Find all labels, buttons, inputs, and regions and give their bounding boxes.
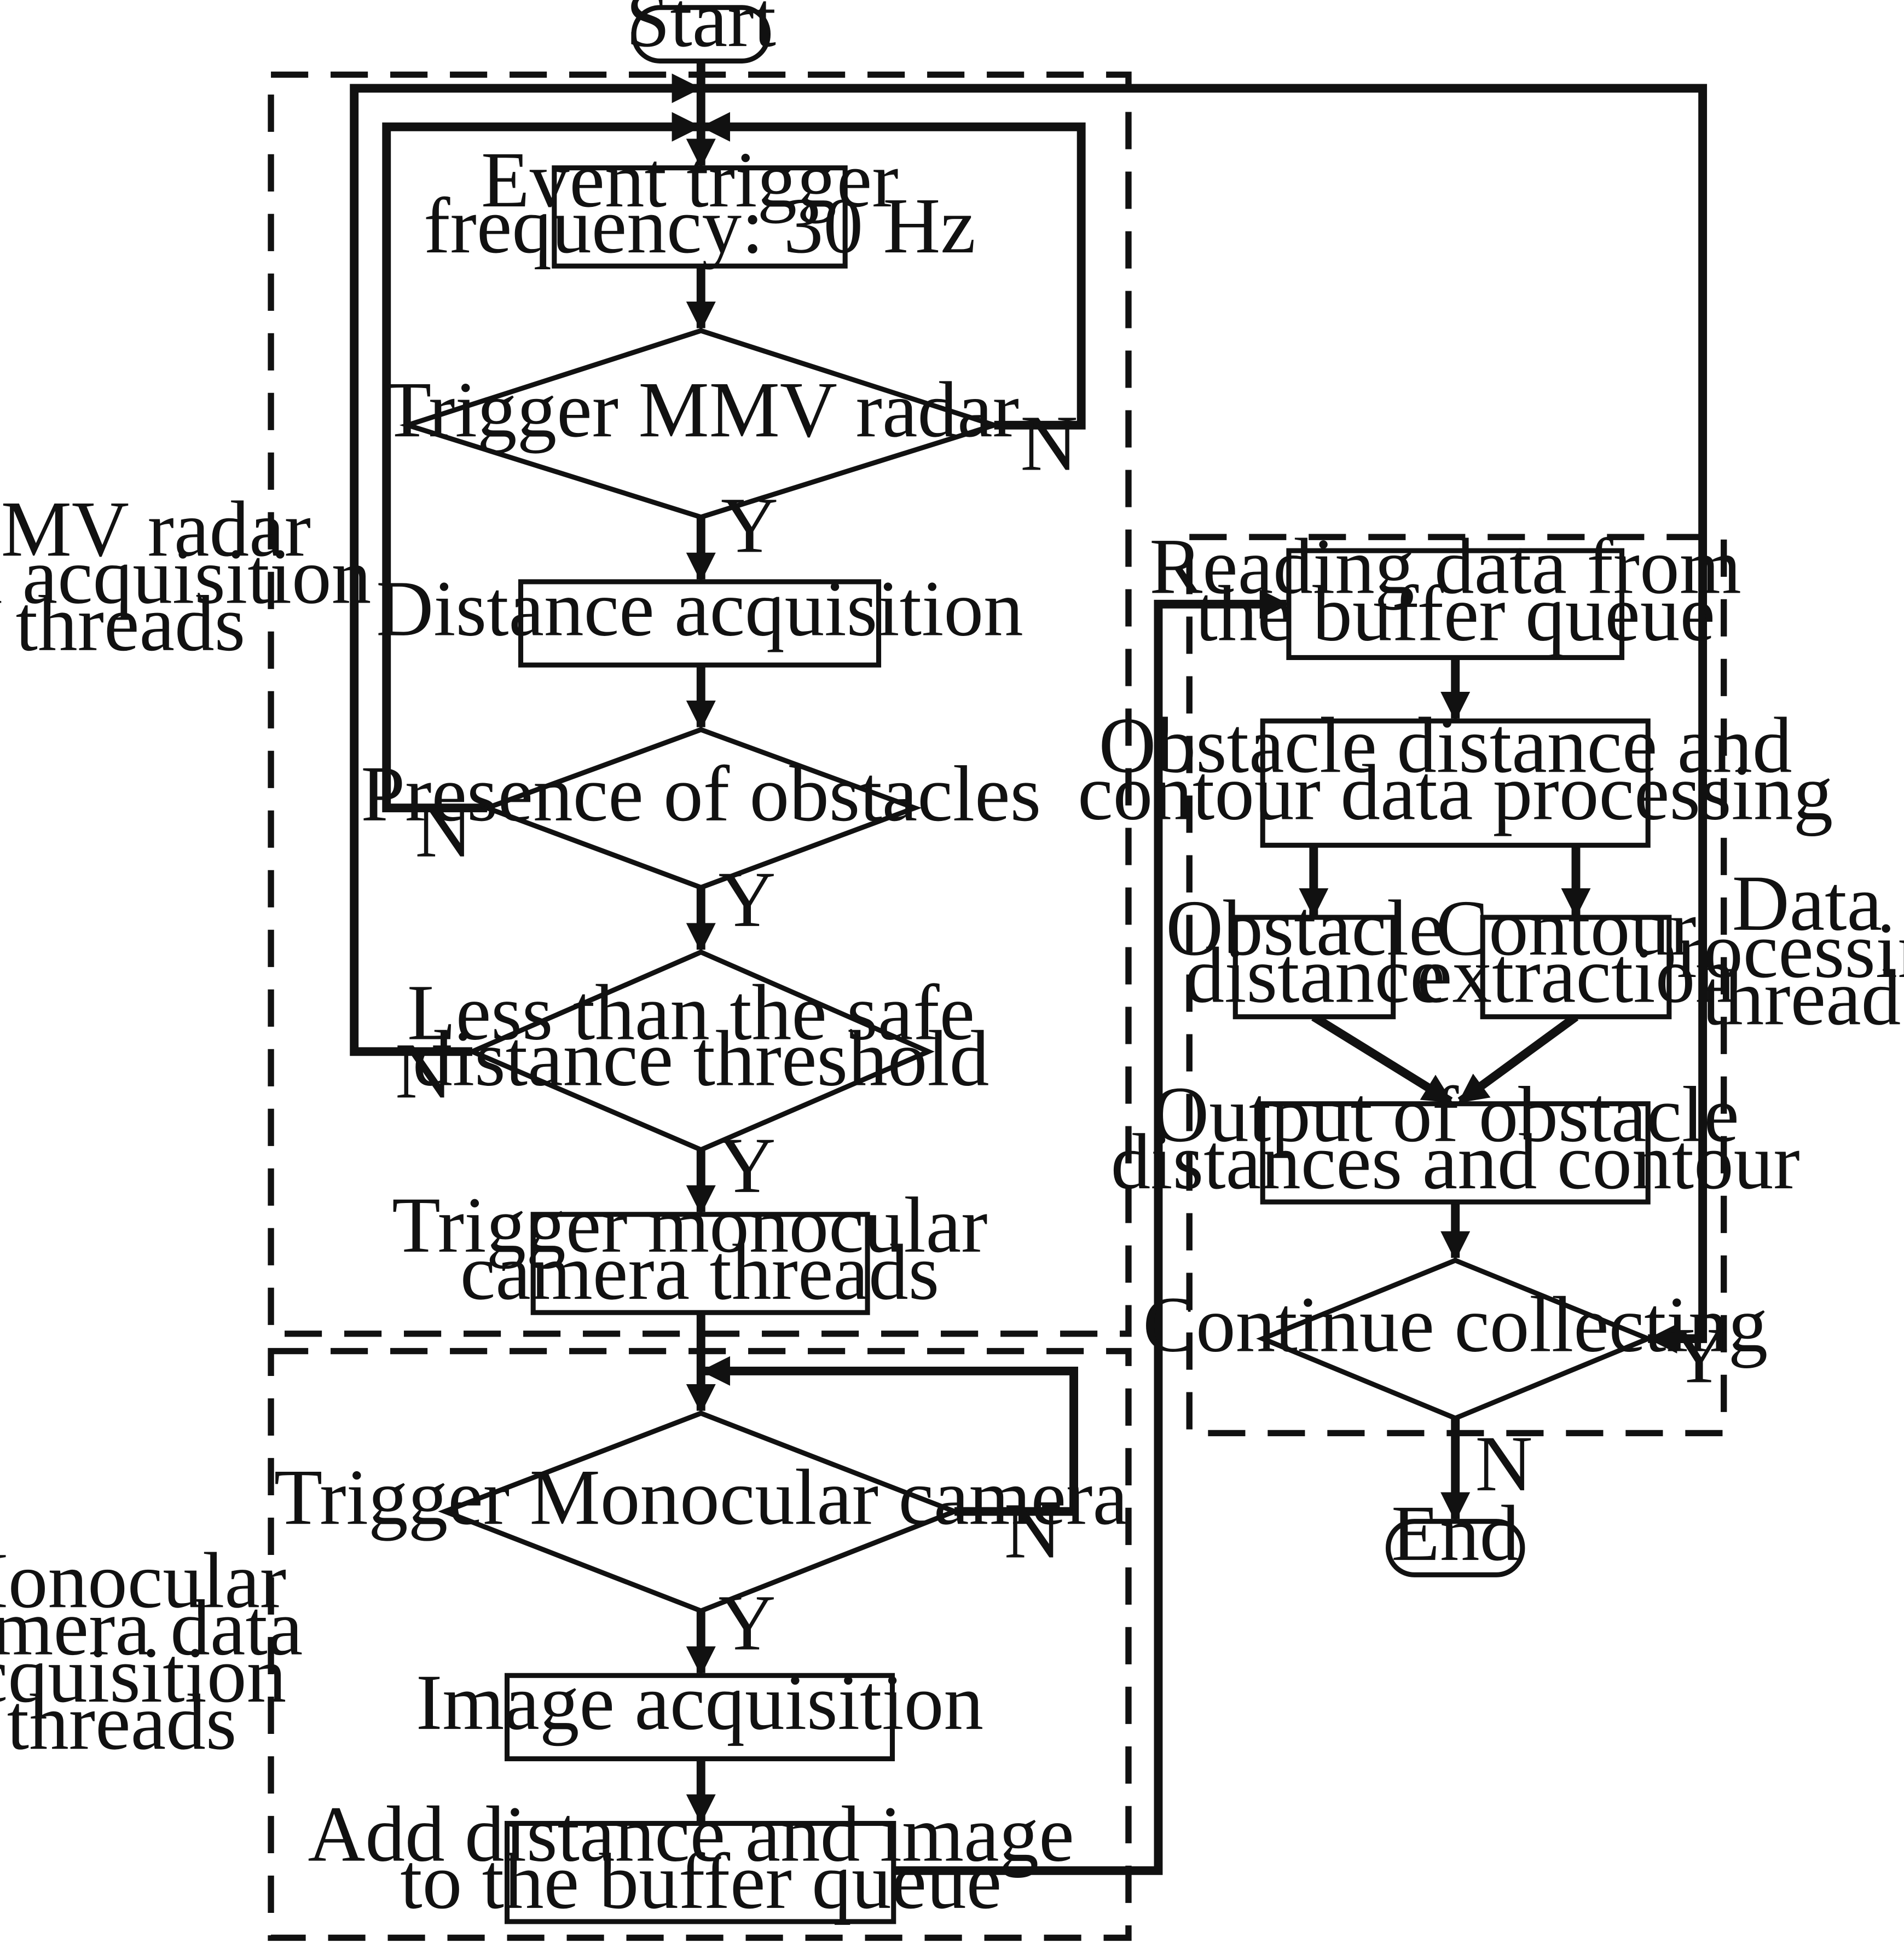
- distance-acquisition-box: [518, 579, 882, 668]
- distance-acquisition-label: Distance acquisition: [376, 565, 1023, 653]
- event-trigger-label: Event trigger frequency: 30 Hz: [424, 136, 976, 270]
- branch-n-presence: N: [415, 786, 472, 874]
- contour-extraction-box: [1480, 915, 1672, 1020]
- continue-decision: [1256, 1257, 1655, 1421]
- presence-label: Presence of obstacles: [361, 750, 1041, 838]
- output-box: [1260, 1101, 1651, 1205]
- branch-y-continue: Y: [1670, 1311, 1728, 1399]
- add-buffer-label: Add distance and image to the buffer que…: [308, 1790, 1094, 1925]
- camera-region-label: Monocular camera data acquisition thread…: [0, 1536, 323, 1766]
- obstacle-processing-label: Obstacle distance and contour data proce…: [1078, 701, 1833, 836]
- trigger-mono-camera-label: Trigger Monocular camera: [274, 1453, 1128, 1541]
- event-trigger-box: [552, 165, 848, 269]
- safe-distance-label: Less than the safe distance threshold: [407, 969, 994, 1103]
- image-acquisition-box: [504, 1673, 895, 1761]
- end-terminal: [1386, 1519, 1525, 1577]
- branch-y-radar: Y: [721, 481, 778, 569]
- branch-y-mono: Y: [719, 1579, 776, 1667]
- read-buffer-label: Reading data from the buffer queue: [1149, 522, 1761, 657]
- contour-extraction-label: Contour extraction: [1417, 884, 1735, 1019]
- image-acquisition-label: Image acquisition: [416, 1658, 983, 1746]
- read-buffer-box: [1286, 548, 1625, 660]
- trigger-radar-label: Trigger MMV radar: [383, 366, 1019, 454]
- obstacle-distance-box: [1232, 915, 1396, 1020]
- start-terminal: [631, 5, 771, 63]
- radar-region-label: MMV radar data acquisition threads: [0, 485, 391, 668]
- branch-n-safe: N: [395, 1027, 453, 1115]
- branch-labels: N Y N Y N Y N Y Y N: [395, 400, 1728, 1667]
- trigger-mono-threads-box: [530, 1212, 870, 1315]
- obstacle-processing-box: [1260, 718, 1651, 848]
- branch-n-mono: N: [1004, 1487, 1062, 1575]
- trigger-mono-camera-decision: [438, 1410, 962, 1614]
- obstacle-distance-label: Obstacle distance: [1166, 884, 1464, 1019]
- presence-decision: [480, 727, 922, 890]
- branch-n-continue: N: [1475, 1420, 1533, 1508]
- add-buffer-box: [504, 1820, 896, 1924]
- branch-y-safe: Y: [719, 1121, 776, 1210]
- safe-distance-decision: [466, 949, 935, 1153]
- output-label: Output of obstacle distances and contour: [1111, 1071, 1800, 1206]
- branch-n-radar: N: [1020, 400, 1078, 488]
- trigger-radar-decision: [399, 328, 1003, 520]
- start-label: Start: [626, 0, 776, 63]
- branch-y-presence: Y: [719, 855, 776, 944]
- end-label: End: [1391, 1489, 1519, 1577]
- trigger-mono-threads-label: Trigger monocular camera threads: [392, 1181, 1008, 1316]
- processing-region-label: Data processing threads: [1637, 859, 1904, 1042]
